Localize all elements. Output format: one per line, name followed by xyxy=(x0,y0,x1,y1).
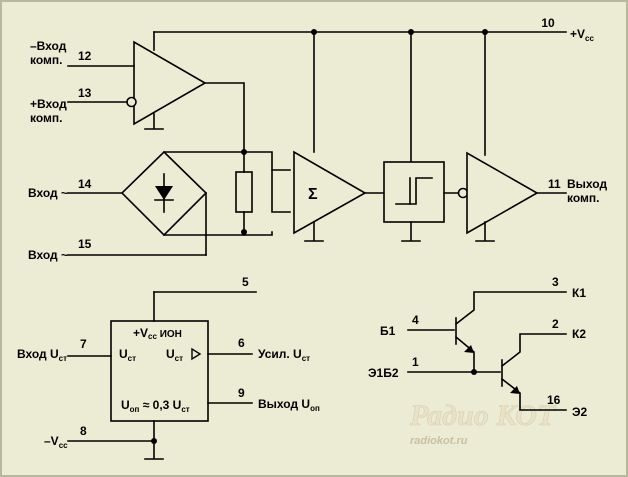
power-rail: 10 +Vcc xyxy=(153,16,594,163)
watermark-title: Радио КОТ xyxy=(409,399,557,432)
pin-11: 11 xyxy=(548,177,561,191)
ac-input-2-label: Вход ~ xyxy=(28,248,68,262)
pin-12: 12 xyxy=(78,49,92,63)
neg-vcc-label: –Vcc xyxy=(44,434,68,450)
ac-input-1-label: Вход ~ xyxy=(28,186,68,200)
pin-4: 4 xyxy=(412,313,419,327)
pin-9: 9 xyxy=(238,386,245,400)
amp-output-label: Усил. Uст xyxy=(258,347,310,363)
vcc-label: +Vcc xyxy=(570,27,594,43)
pin-10: 10 xyxy=(541,16,555,30)
pin-5: 5 xyxy=(242,275,249,289)
k1-label: К1 xyxy=(572,286,586,300)
ref-output-label: Выход Uоп xyxy=(258,397,320,413)
pin-3: 3 xyxy=(552,275,559,289)
pin-7: 7 xyxy=(80,337,87,351)
pin-1: 1 xyxy=(412,355,419,369)
summer-amplifier: Σ xyxy=(293,150,385,242)
box-out-label: Uст xyxy=(166,347,183,363)
reference-block: 5 +Vcc ИОН 7 Вход Uст Uст Uст 6 Усил. Uс… xyxy=(17,275,320,460)
resistor xyxy=(235,171,253,213)
box-in-label: Uст xyxy=(119,347,136,363)
watermark-url: radiokot.ru xyxy=(410,435,468,447)
pin-6: 6 xyxy=(238,336,245,350)
watermark: Радио КОТ radiokot.ru xyxy=(409,399,557,447)
ref-formula: Uоп ≈ 0,3 Uст xyxy=(121,398,190,414)
k2-label: К2 xyxy=(572,327,586,341)
e2-label: Э2 xyxy=(572,405,588,419)
pin-16: 16 xyxy=(547,393,561,407)
darlington-pair: 4 Б1 3 К1 1 Э1Б2 2 К2 16 Э2 xyxy=(368,275,588,419)
ion-label: +Vcc ИОН xyxy=(133,326,182,341)
pin-15: 15 xyxy=(78,237,92,251)
pin-14: 14 xyxy=(78,177,92,191)
pin-13: 13 xyxy=(78,86,92,100)
sigma-symbol: Σ xyxy=(308,186,318,203)
schmitt-trigger xyxy=(383,161,469,242)
bridge-rectifier: 14 15 Вход ~ Вход ~ xyxy=(28,149,291,262)
pin-8: 8 xyxy=(80,424,87,438)
pin-2: 2 xyxy=(552,317,559,331)
ref-input-label: Вход Uст xyxy=(17,347,67,363)
e1b2-label: Э1Б2 xyxy=(368,366,399,380)
b1-label: Б1 xyxy=(380,324,396,338)
